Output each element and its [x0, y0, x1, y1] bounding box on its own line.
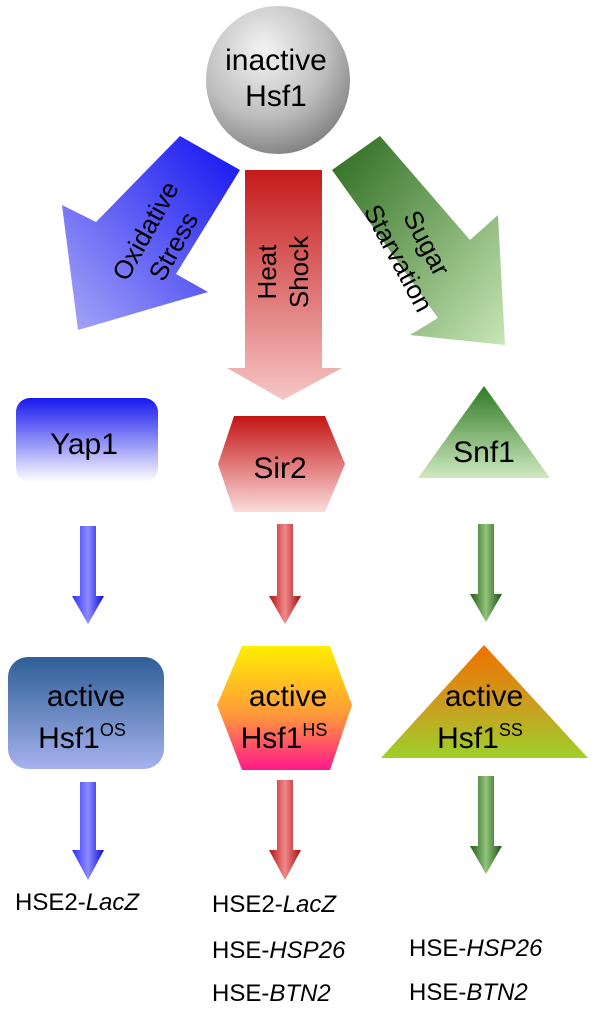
active-hsf1-os-node [8, 657, 164, 769]
root-label-line1: inactive [225, 44, 327, 77]
active-hs-to-output-arrow [269, 780, 301, 880]
snf1-node [418, 386, 550, 478]
active-os-to-output-arrow [72, 782, 104, 880]
yap1-node [16, 398, 158, 482]
output-ss-hse-btn2: HSE-BTN2 [409, 979, 528, 1006]
output-hs-hse-hsp26: HSE-HSP26 [212, 937, 346, 964]
inactive-hsf1-node [206, 6, 350, 154]
active-os-label-line2: Hsf1OS [38, 720, 126, 755]
active-hs-label-line1: active [249, 680, 327, 713]
active-hsf1-hs-node [217, 646, 352, 770]
output-os-hse2-lacz: HSE2-LacZ [15, 889, 140, 916]
active-hsf1-ss-node [381, 645, 588, 758]
sugar-starvation-arrow [332, 136, 505, 345]
active-ss-label-line2: Hsf1SS [437, 720, 523, 755]
heat-shock-label-line2: Shock [284, 235, 314, 308]
snf1-to-active-arrow [470, 524, 502, 622]
yap1-label: Yap1 [50, 428, 118, 461]
output-hs-hse2-lacz: HSE2-LacZ [212, 891, 337, 918]
active-ss-to-output-arrow [470, 776, 502, 874]
sir2-label: Sir2 [253, 452, 306, 485]
root-label-line2: Hsf1 [245, 80, 307, 113]
output-ss-hse-hsp26: HSE-HSP26 [409, 935, 543, 962]
sir2-node [218, 416, 345, 512]
active-ss-label-line1: active [445, 680, 523, 713]
output-hs-hse-btn2: HSE-BTN2 [212, 980, 331, 1007]
snf1-label: Snf1 [453, 436, 515, 469]
active-os-label-line1: active [47, 680, 125, 713]
sir2-to-active-arrow [269, 524, 301, 624]
active-hs-label-line2: Hsf1HS [241, 720, 328, 755]
oxidative-stress-arrow [62, 136, 240, 330]
heat-shock-label-line1: Heat [252, 244, 282, 300]
yap1-to-active-arrow [72, 526, 104, 624]
heat-shock-arrow [227, 170, 342, 400]
